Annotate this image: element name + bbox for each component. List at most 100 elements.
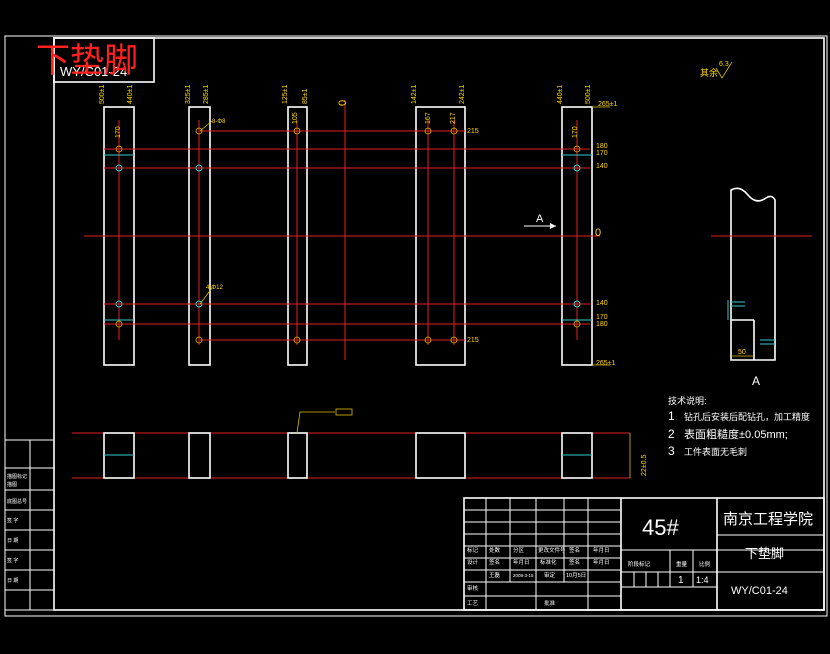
tech-n1: 1	[668, 409, 675, 423]
tb-r1: 签名	[489, 558, 500, 566]
front-plate-4	[415, 432, 466, 479]
tb-qty: 1	[678, 575, 684, 586]
title-block-grid	[463, 497, 825, 611]
arrow-label-a: A	[536, 213, 544, 225]
strip-3: 底图总号	[7, 498, 27, 505]
tb-drawing-no: WY/C01-24	[731, 585, 788, 597]
strip-5: 日 期	[7, 538, 18, 544]
top-dims: 500±1 440±1 325±1 285±1 125±1 85±1 142±1…	[99, 84, 592, 138]
right-dim-bottom: 265±1	[596, 360, 616, 367]
tb-weight: 重量	[676, 560, 688, 568]
tb-approve: 批准	[544, 599, 556, 607]
tech-n3: 3	[668, 444, 675, 458]
right-dim-170-bot: 170	[596, 314, 608, 321]
right-dim-140-bot: 140	[596, 300, 608, 307]
front-leader-tag	[335, 408, 353, 416]
tb-part-name: 下垫脚	[745, 546, 784, 561]
note-4-phi12: 4-Φ12	[206, 285, 223, 291]
right-dim-top: 265±1	[598, 101, 618, 108]
dim-4a: 142±1	[411, 84, 418, 104]
tech-text-2: 表面粗糙度±0.05mm;	[684, 427, 788, 441]
section-arrow-head	[550, 223, 556, 229]
roughness-icon	[715, 61, 733, 79]
holes	[115, 127, 581, 344]
strip-2: 描图	[7, 481, 17, 488]
dim-1a: 500±1	[99, 84, 106, 104]
tb-r4: 签名	[569, 558, 580, 566]
dim-3a: 125±1	[282, 84, 289, 104]
tb-designer: 王磊	[489, 572, 501, 579]
section-label-a: A	[752, 374, 760, 388]
dim-5b: 500±1	[585, 84, 592, 104]
hole-dim-5: 170	[572, 126, 579, 138]
leader-8-phi8	[199, 120, 213, 132]
roughness-value: 6.3	[719, 61, 729, 68]
hole-dim-4b: 217	[450, 112, 457, 124]
zero-mark-h: 0	[595, 227, 601, 239]
stamp-code: WY/C01-24	[60, 64, 127, 79]
right-dim-215-bot: 215	[467, 337, 479, 344]
right-dim-215-top: 215	[467, 128, 479, 135]
right-dim-180-bot: 180	[596, 321, 608, 328]
right-dim-180: 180	[596, 143, 608, 150]
tb-material: 45#	[642, 515, 679, 540]
dim-2a: 325±1	[185, 84, 192, 104]
tb-r3: 标准化	[540, 558, 557, 566]
tb-h2: 分区	[513, 546, 525, 554]
front-plate-2	[188, 432, 211, 479]
section-dim-50: 50	[738, 349, 746, 356]
left-strip	[4, 439, 55, 611]
tb-date: 2008-3-15	[513, 573, 534, 578]
note-8-phi8: 8-Φ8	[212, 119, 226, 125]
hole-dim-1: 170	[115, 126, 122, 138]
tb-scale: 1:4	[696, 575, 709, 585]
tb-h1: 处数	[489, 546, 501, 554]
tb-review: 审核	[467, 584, 479, 592]
tb-stage: 阶段标记	[628, 560, 651, 568]
tb-h0: 标记	[467, 546, 479, 554]
zero-mark-v: 0	[337, 100, 349, 106]
tb-h3: 更改文件号	[538, 546, 566, 554]
title-block-labels: 标记 处数 分区 更改文件号 签名 年月日 设计 签名 年月日 标准化 签名 年…	[467, 546, 711, 607]
right-dims: 265±1 215 180 170 140 140 170 180 215 26…	[467, 101, 618, 367]
dim-4b: 242±1	[459, 84, 466, 104]
strip-7: 日 期	[7, 578, 18, 584]
tb-process: 工艺	[467, 600, 479, 607]
tb-scale-label: 比例	[699, 560, 711, 568]
dim-1b: 440±1	[127, 84, 134, 104]
strip-4: 签 字	[7, 517, 18, 524]
strip-6: 签 字	[7, 557, 18, 564]
stamp-box	[53, 37, 155, 83]
tb-r5: 年月日	[593, 558, 610, 566]
strip-1: 描图标记	[7, 473, 27, 480]
height-dim: 22±0.5	[641, 455, 648, 476]
hole-dim-4a: 167	[425, 112, 432, 124]
leader-4-phi12	[199, 287, 213, 305]
dim-2b: 285±1	[203, 84, 210, 104]
section-view-a	[711, 187, 812, 361]
tech-text-3: 工件表面无毛刺	[684, 446, 747, 457]
tech-heading: 技术说明:	[668, 395, 707, 406]
stamp-title: 下垫脚	[36, 42, 138, 80]
tech-text-1: 钻孔后安装后配钻孔，加工精度	[684, 411, 810, 422]
tb-x1: 10月5日	[566, 572, 586, 579]
tech-n2: 2	[668, 427, 675, 441]
tb-h5: 年月日	[593, 546, 610, 554]
roughness-label: 其余	[700, 67, 718, 78]
outer-border	[4, 35, 828, 617]
dim-5a: 440±1	[557, 84, 564, 104]
tb-r2: 年月日	[513, 558, 530, 566]
hole-dim-3: 105	[292, 112, 299, 124]
tb-r0: 设计	[467, 558, 479, 566]
left-strip-labels: 描图标记 描图 底图总号 签 字 日 期 签 字 日 期	[7, 473, 27, 584]
tb-x0: 审定	[544, 571, 556, 579]
right-dim-170-top: 170	[596, 150, 608, 157]
tb-h4: 签名	[569, 546, 580, 554]
tb-school: 南京工程学院	[723, 510, 813, 528]
inner-border	[53, 37, 825, 611]
right-dim-140-top: 140	[596, 163, 608, 170]
dim-3b: 85±1	[302, 88, 309, 104]
front-leader	[296, 411, 335, 434]
front-plate-3	[287, 432, 308, 479]
